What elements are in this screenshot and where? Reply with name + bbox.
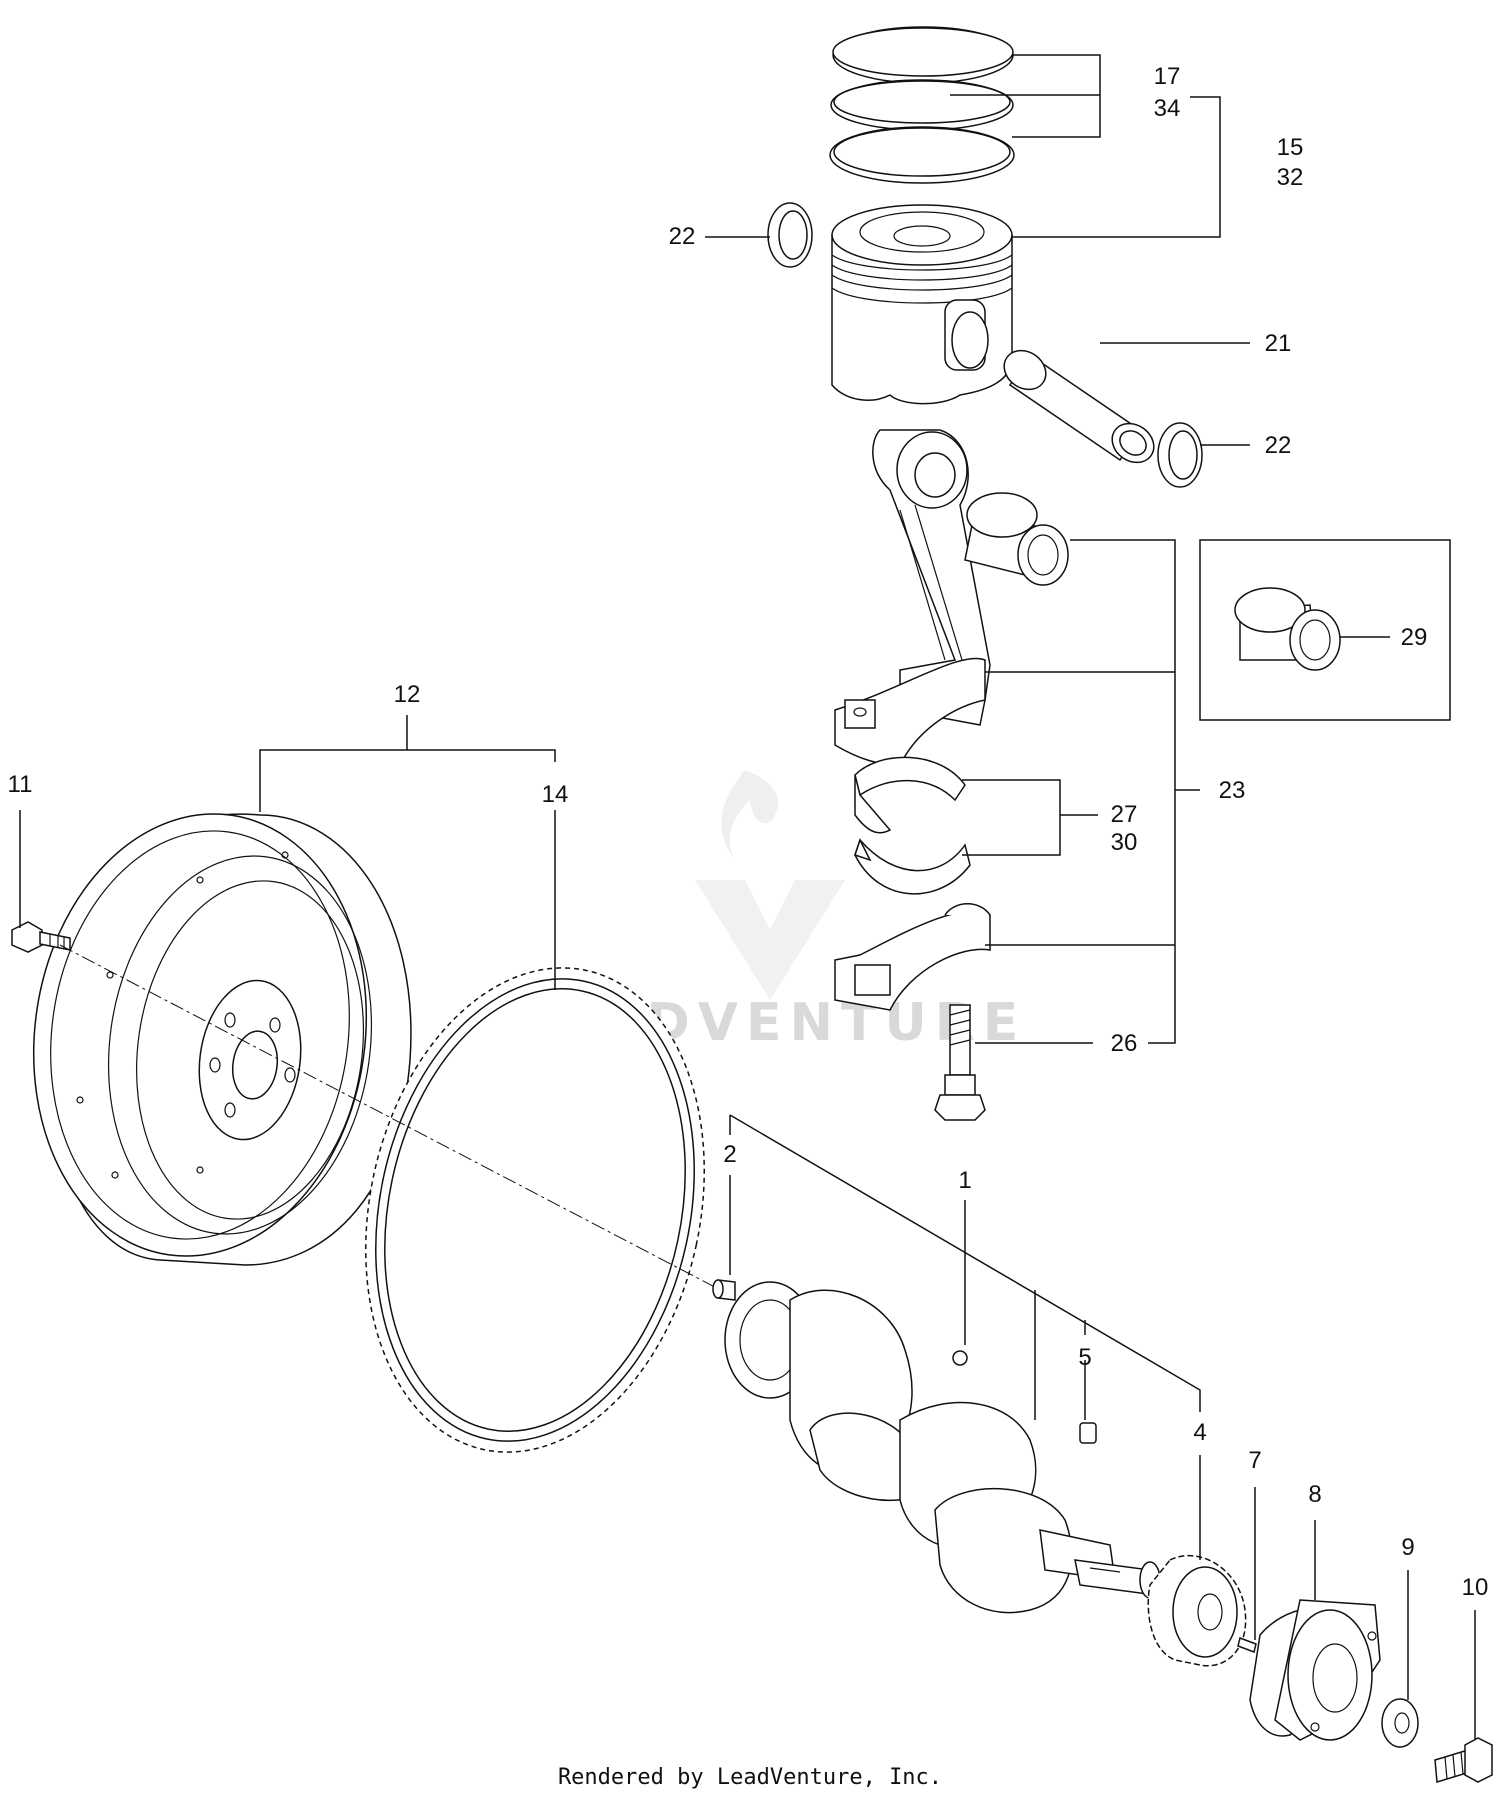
piston-pin [1003, 349, 1155, 464]
callout-labels: 17 34 15 32 22 21 22 29 23 27 30 26 12 1… [8, 63, 1489, 1601]
callout-12: 12 [394, 681, 421, 708]
callout-4: 4 [1193, 1419, 1206, 1446]
callout-8: 8 [1308, 1481, 1321, 1508]
callout-22-upper: 22 [669, 223, 696, 250]
alternate-part-box [1199, 539, 1451, 721]
alternate-bushing [1234, 587, 1341, 671]
flywheel [32, 813, 412, 1266]
crankshaft-pulley [1249, 1599, 1381, 1741]
piston [831, 204, 1013, 405]
callout-34: 34 [1154, 95, 1181, 122]
crankshaft-key [1079, 1422, 1097, 1444]
callout-26: 26 [1111, 1030, 1138, 1057]
washer [1381, 1698, 1419, 1748]
bearing-upper-half [854, 756, 966, 834]
callout-1: 1 [958, 1167, 971, 1194]
circlip-lower [1157, 422, 1203, 488]
callout-9: 9 [1401, 1534, 1414, 1561]
spring-pin [1237, 1637, 1257, 1653]
crankshaft-centerline [59, 944, 731, 1296]
footer-credit: Rendered by LeadVenture, Inc. [557, 1765, 943, 1790]
callout-10: 10 [1462, 1574, 1489, 1601]
callout-2: 2 [723, 1141, 736, 1168]
pulley-bolt [1434, 1737, 1493, 1783]
small-end-bushing [964, 492, 1069, 586]
callout-23: 23 [1219, 777, 1246, 804]
crankshaft [724, 1281, 1161, 1614]
connecting-rod-bolt [934, 1004, 986, 1121]
callout-27: 27 [1111, 801, 1138, 828]
ring-gear [365, 967, 705, 1453]
callout-32: 32 [1277, 164, 1304, 191]
bearing-lower-half [854, 838, 971, 895]
connecting-rod-cap [834, 903, 991, 1011]
circlip-upper [767, 202, 813, 268]
dowel-pin [712, 1279, 736, 1301]
callout-29: 29 [1401, 624, 1428, 651]
leadventure-watermark-logo [695, 770, 845, 1000]
callout-11: 11 [8, 771, 33, 798]
callout-5: 5 [1078, 1344, 1091, 1371]
leader-lines [19, 54, 1476, 1740]
callout-22-lower: 22 [1265, 432, 1292, 459]
callout-7: 7 [1248, 1447, 1261, 1474]
callout-17: 17 [1154, 63, 1181, 90]
callout-21: 21 [1265, 330, 1292, 357]
callout-30: 30 [1111, 829, 1138, 856]
crankshaft-gear [1147, 1554, 1247, 1667]
connecting-rod [834, 429, 991, 766]
piston-rings [829, 26, 1015, 184]
callout-14: 14 [542, 781, 569, 808]
callout-15: 15 [1277, 134, 1304, 161]
